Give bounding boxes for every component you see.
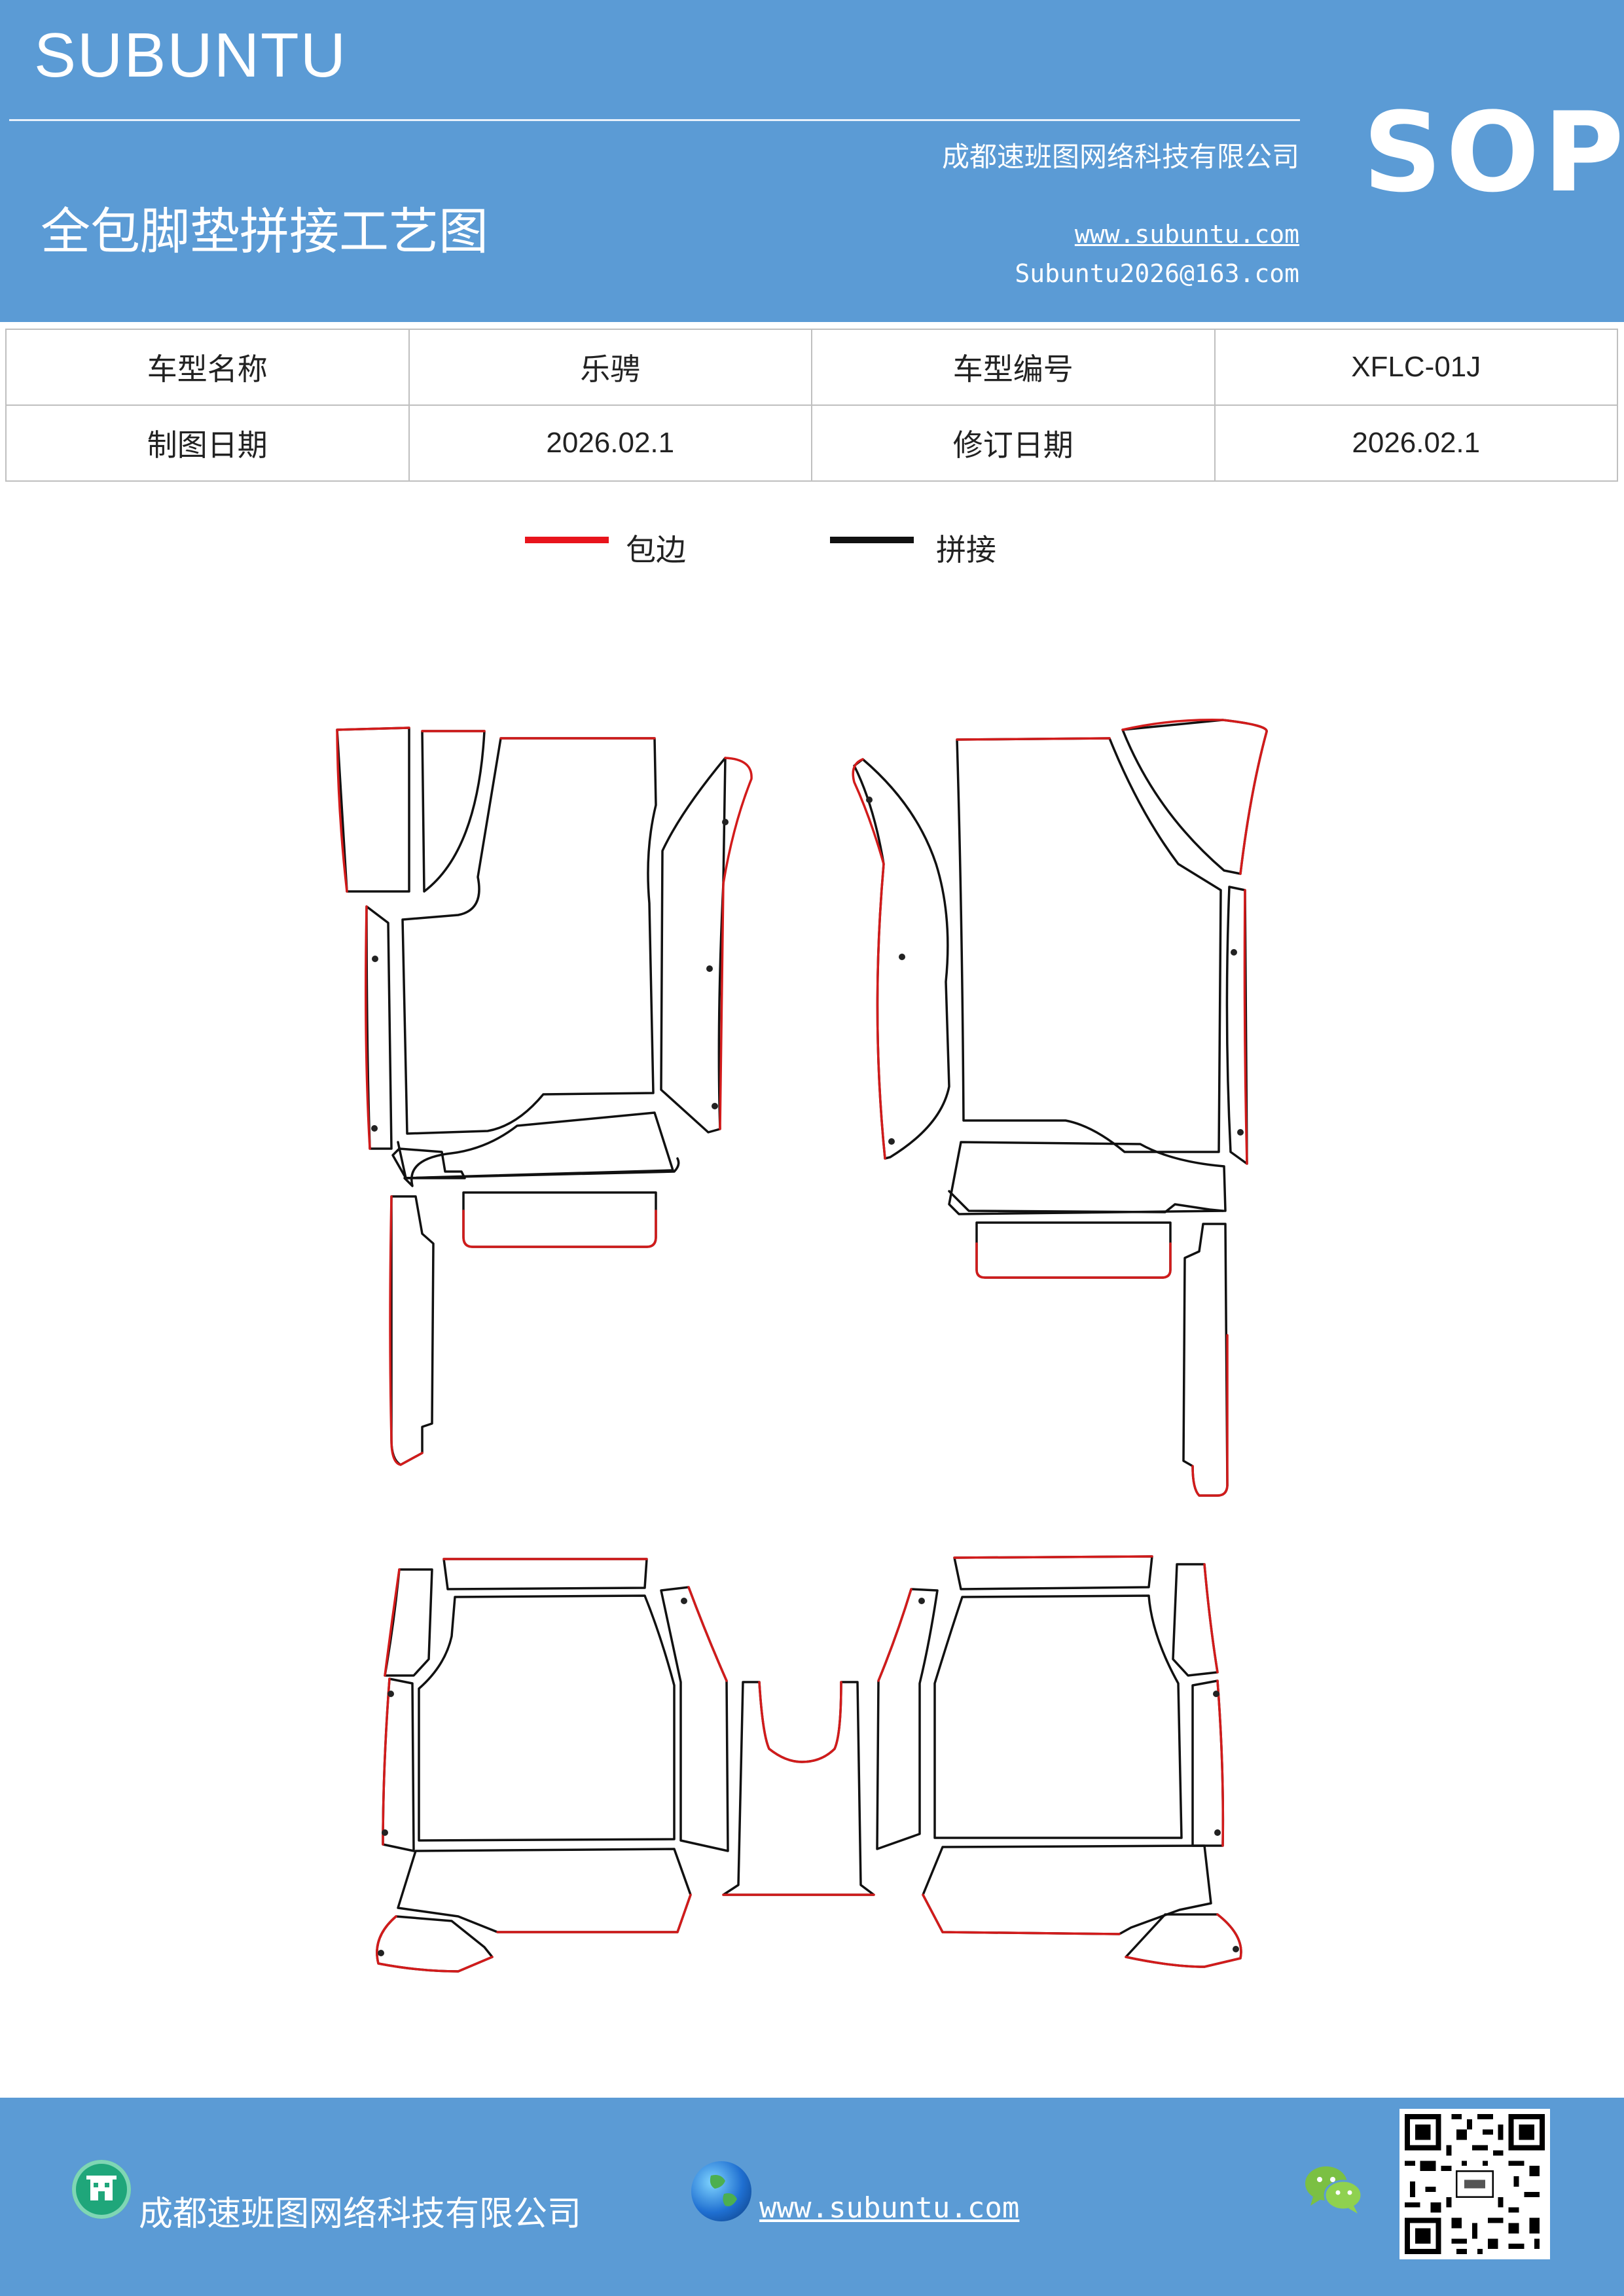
footer-company: 成都速班图网络科技有限公司: [139, 2195, 582, 2234]
header-divider: [9, 119, 1300, 121]
header-banner: [0, 0, 1624, 322]
model-name-value: 乐骋: [408, 329, 812, 406]
footer-website-link[interactable]: www.subuntu.com: [759, 2191, 1020, 2225]
building-icon: [72, 2160, 131, 2219]
center-rear-mat-group: [722, 1681, 875, 1896]
model-code-label: 车型编号: [811, 329, 1216, 406]
model-code-value: XFLC-01J: [1214, 329, 1618, 406]
draw-date-value: 2026.02.1: [408, 404, 812, 482]
table-row: 制图日期 2026.02.1 修订日期 2026.02.1: [5, 404, 1618, 482]
front-left-mat-group: [336, 726, 753, 1466]
revision-date-value: 2026.02.1: [1214, 404, 1618, 482]
model-name-label: 车型名称: [5, 329, 410, 406]
front-right-mat-group: [852, 719, 1268, 1497]
draw-date-label: 制图日期: [5, 404, 410, 482]
legend-edge-label: 包边: [626, 532, 686, 567]
rear-right-mat-group: [876, 1555, 1242, 1968]
vehicle-info-table: 车型名称 乐骋 车型编号 XFLC-01J 制图日期 2026.02.1 修订日…: [5, 329, 1618, 482]
header-website-link[interactable]: www.subuntu.com: [1074, 220, 1299, 249]
page-title: 全包脚垫拼接工艺图: [41, 202, 488, 260]
header-company: 成都速班图网络科技有限公司: [941, 141, 1299, 173]
sop-label: SOP: [1363, 88, 1624, 217]
globe-icon: [691, 2161, 751, 2221]
brand-name: SUBUNTU: [34, 20, 348, 90]
legend-edge-swatch: [525, 537, 609, 543]
revision-date-label: 修订日期: [811, 404, 1216, 482]
table-row: 车型名称 乐骋 车型编号 XFLC-01J: [5, 329, 1618, 406]
header-email[interactable]: Subuntu2026@163.com: [1015, 259, 1299, 288]
legend-seam-swatch: [830, 537, 914, 543]
rear-left-mat-group: [376, 1558, 729, 1973]
wechat-icon[interactable]: [1303, 2160, 1365, 2219]
qr-code[interactable]: [1399, 2109, 1550, 2259]
legend-seam-label: 拼接: [936, 532, 996, 567]
